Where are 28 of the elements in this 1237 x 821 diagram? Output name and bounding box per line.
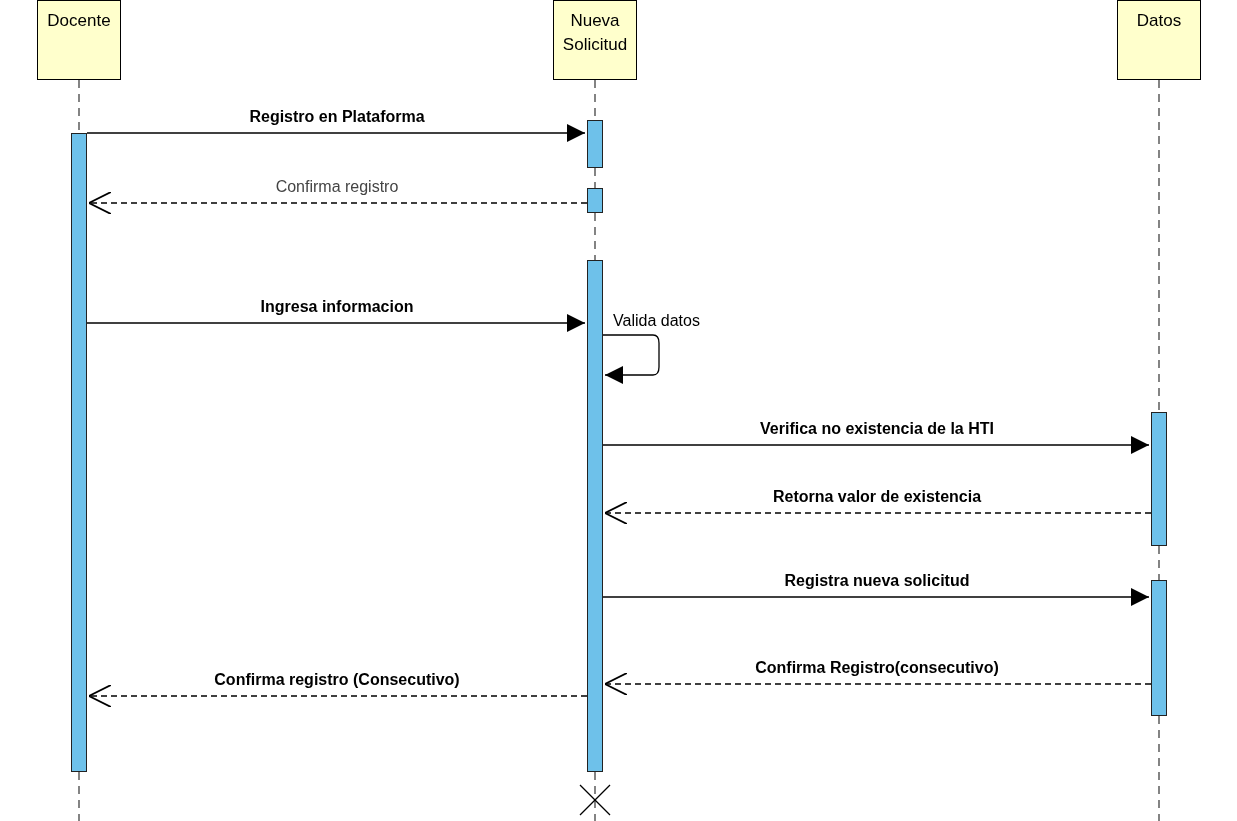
return-message-arrow [604,672,1152,696]
lifeline [594,167,596,189]
participant-box [1117,0,1201,80]
lifeline [1158,545,1160,581]
message-arrow [86,124,586,142]
activation-bar [587,188,603,213]
activation-bar [1151,580,1167,716]
return-message-arrow [88,684,588,708]
activation-bar [587,120,603,168]
return-message-arrow [604,501,1152,525]
message-arrow [86,314,586,332]
lifeline [78,771,80,821]
message-arrow [602,436,1150,454]
activation-bar [1151,412,1167,546]
participant-box [553,0,637,80]
activation-bar [71,133,87,772]
participant-name: Nueva Solicitud [561,10,629,56]
message-arrow [602,588,1150,606]
lifeline [1158,715,1160,821]
participant-name: Datos [1136,10,1182,32]
lifeline [594,212,596,261]
lifeline [1158,79,1160,413]
message-arrow [602,334,660,384]
participant-box [37,0,121,80]
activation-bar [587,260,603,772]
lifeline [594,771,596,821]
return-message-arrow [88,191,588,215]
participant-name: Docente [47,10,111,32]
